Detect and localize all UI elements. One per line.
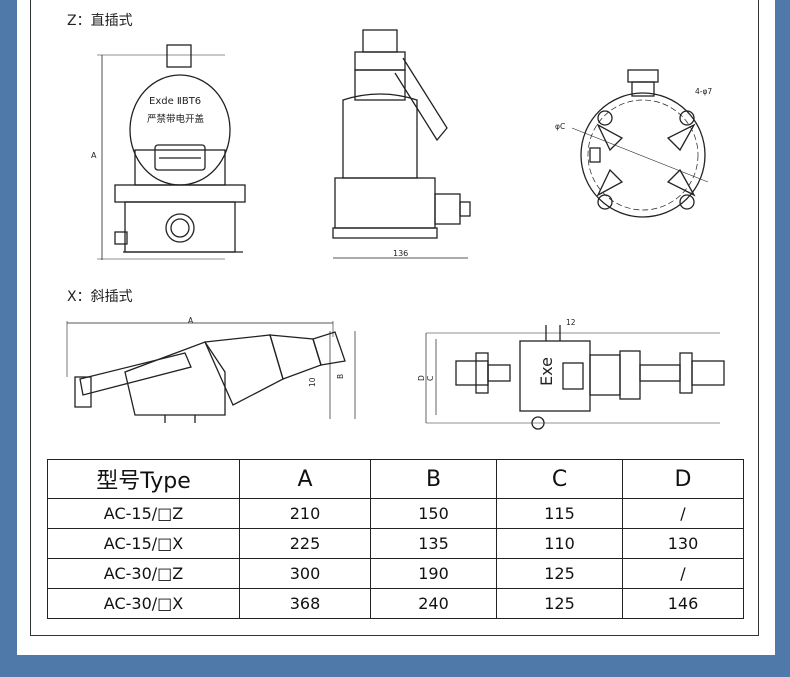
- dim-136-label: 136: [393, 249, 408, 258]
- cell-c: 115: [496, 498, 623, 529]
- exde-mark-label: Exde ⅡBT6: [149, 96, 201, 107]
- cell-d: /: [622, 498, 744, 529]
- header-b: B: [370, 459, 497, 499]
- section-title-angled: X：斜插式: [67, 289, 133, 305]
- exe-mark-label: Exe: [537, 357, 556, 386]
- table-row: AC-15/□X 225 135 110 130: [47, 528, 744, 559]
- dim-b-label: B: [336, 374, 345, 379]
- cell-type: AC-15/□Z: [47, 498, 240, 529]
- cell-b: 150: [370, 498, 497, 529]
- dim-c-label: C: [426, 376, 435, 381]
- cell-a: 368: [239, 588, 371, 619]
- dim-10-label: 10: [308, 377, 317, 387]
- header-a: A: [239, 459, 371, 499]
- angled-side-drawing: A 10 B: [66, 316, 356, 423]
- dim-a-angled-label: A: [188, 316, 194, 325]
- dim-phi-c-label: φC: [555, 122, 565, 131]
- cell-d: /: [622, 558, 744, 589]
- content-frame: [30, 0, 759, 636]
- section-title-straight: Z：直插式: [67, 13, 133, 29]
- dim-a-label: A: [91, 151, 97, 160]
- cell-d: 146: [622, 588, 744, 619]
- header-d: D: [622, 459, 744, 499]
- cell-c: 125: [496, 588, 623, 619]
- table-header-row: 型号Type A B C D: [47, 459, 744, 499]
- cell-b: 135: [370, 528, 497, 559]
- header-c: C: [496, 459, 623, 499]
- cell-type: AC-30/□X: [47, 588, 240, 619]
- angled-top-drawing: Exe 12 D C: [417, 318, 725, 430]
- cell-d: 130: [622, 528, 744, 559]
- straight-front-drawing: A Exde ⅡBT6 严禁带电开盖: [91, 44, 246, 260]
- cell-type: AC-30/□Z: [47, 558, 240, 589]
- cell-type: AC-15/□X: [47, 528, 240, 559]
- dim-hole-label: 4-φ7: [695, 87, 712, 96]
- straight-side-drawing: 136: [332, 29, 471, 259]
- cell-a: 300: [239, 558, 371, 589]
- header-type: 型号Type: [47, 459, 240, 499]
- dim-12-label: 12: [566, 318, 576, 327]
- spec-table: 型号Type A B C D AC-15/□Z 210 150 115 / AC…: [47, 459, 744, 619]
- cell-b: 190: [370, 558, 497, 589]
- cell-b: 240: [370, 588, 497, 619]
- cell-c: 110: [496, 528, 623, 559]
- straight-top-drawing: φC 4-φ7: [555, 69, 712, 218]
- cell-a: 210: [239, 498, 371, 529]
- table-row: AC-30/□Z 300 190 125 /: [47, 558, 744, 589]
- warning-label: 严禁带电开盖: [147, 113, 205, 125]
- dim-d-label: D: [417, 375, 426, 381]
- cell-c: 125: [496, 558, 623, 589]
- table-row: AC-15/□Z 210 150 115 /: [47, 498, 744, 529]
- table-row: AC-30/□X 368 240 125 146: [47, 588, 744, 619]
- cell-a: 225: [239, 528, 371, 559]
